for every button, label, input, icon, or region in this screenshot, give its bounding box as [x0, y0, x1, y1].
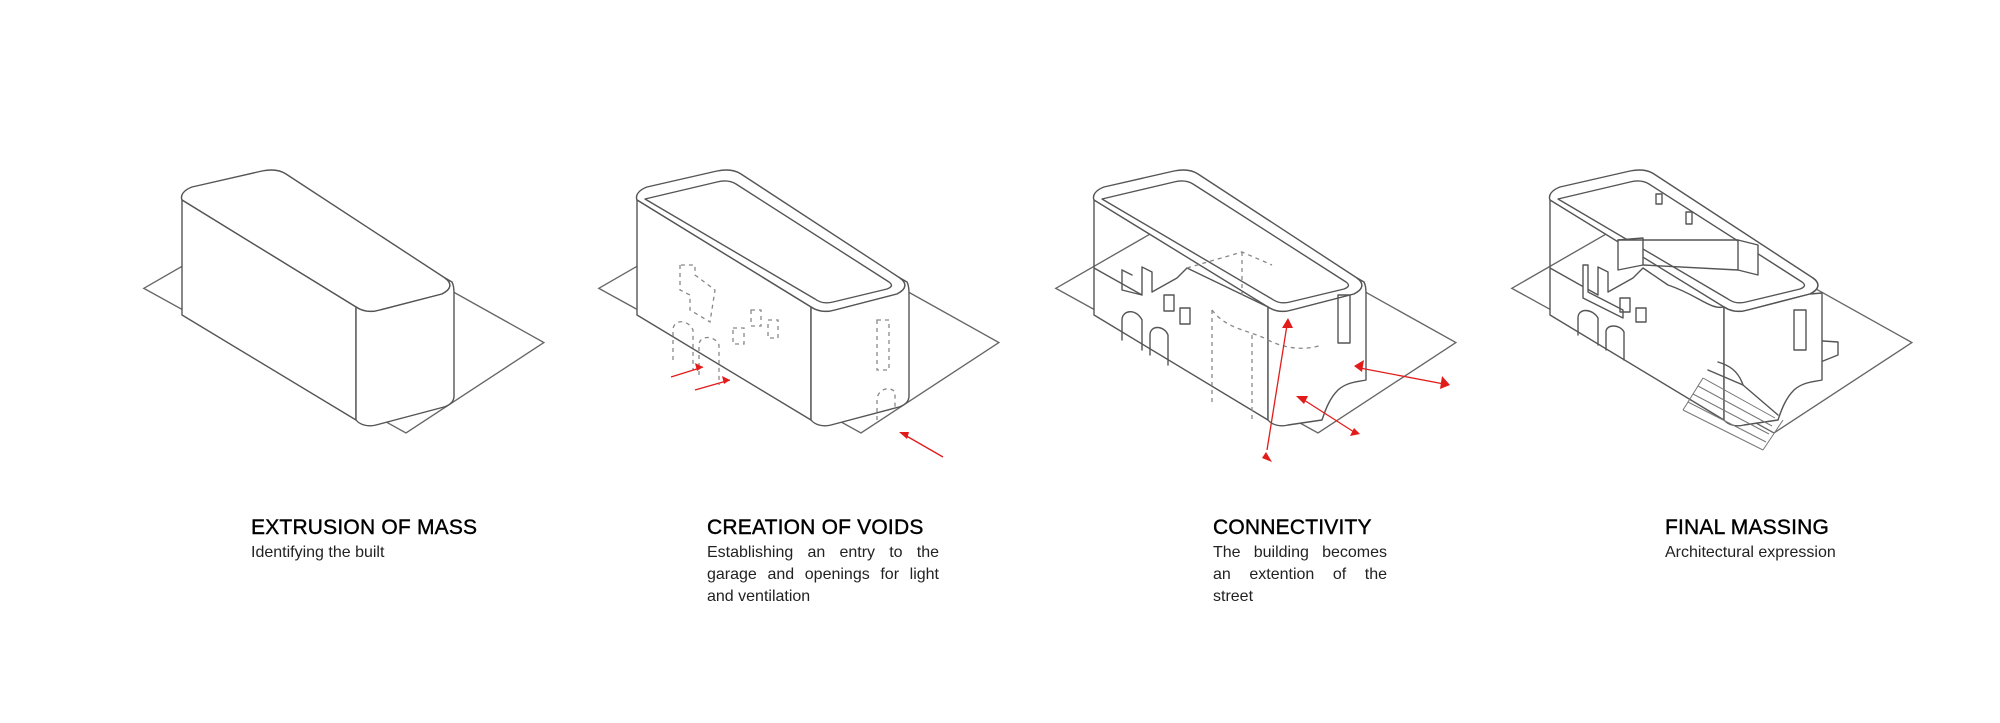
step-4-title: FINAL MASSING [1665, 516, 1830, 539]
step-3-caption: CONNECTIVITY The building becomes an ext… [1213, 516, 1387, 608]
step-2-description: Establishing an entry to the garage and … [707, 544, 939, 605]
step-3-title: CONNECTIVITY [1213, 516, 1372, 539]
step-4-description: Architectural expression [1665, 544, 1836, 561]
mass-extrusion-drawing [142, 169, 546, 434]
step-2-caption: CREATION OF VOIDS Establishing an entry … [707, 516, 939, 608]
step-1-caption: EXTRUSION OF MASS Identifying the built [251, 516, 483, 564]
step-3-description: The building becomes an extention of the… [1213, 544, 1387, 605]
step-4-caption: FINAL MASSING Architectural expression [1665, 516, 1897, 564]
step-1-title: EXTRUSION OF MASS [251, 516, 478, 539]
step-1-description: Identifying the built [251, 544, 385, 561]
step-2-title: CREATION OF VOIDS [707, 516, 924, 539]
final-massing-drawing [1510, 169, 1914, 451]
voids-drawing [597, 169, 1001, 458]
connectivity-drawing [1054, 169, 1458, 462]
